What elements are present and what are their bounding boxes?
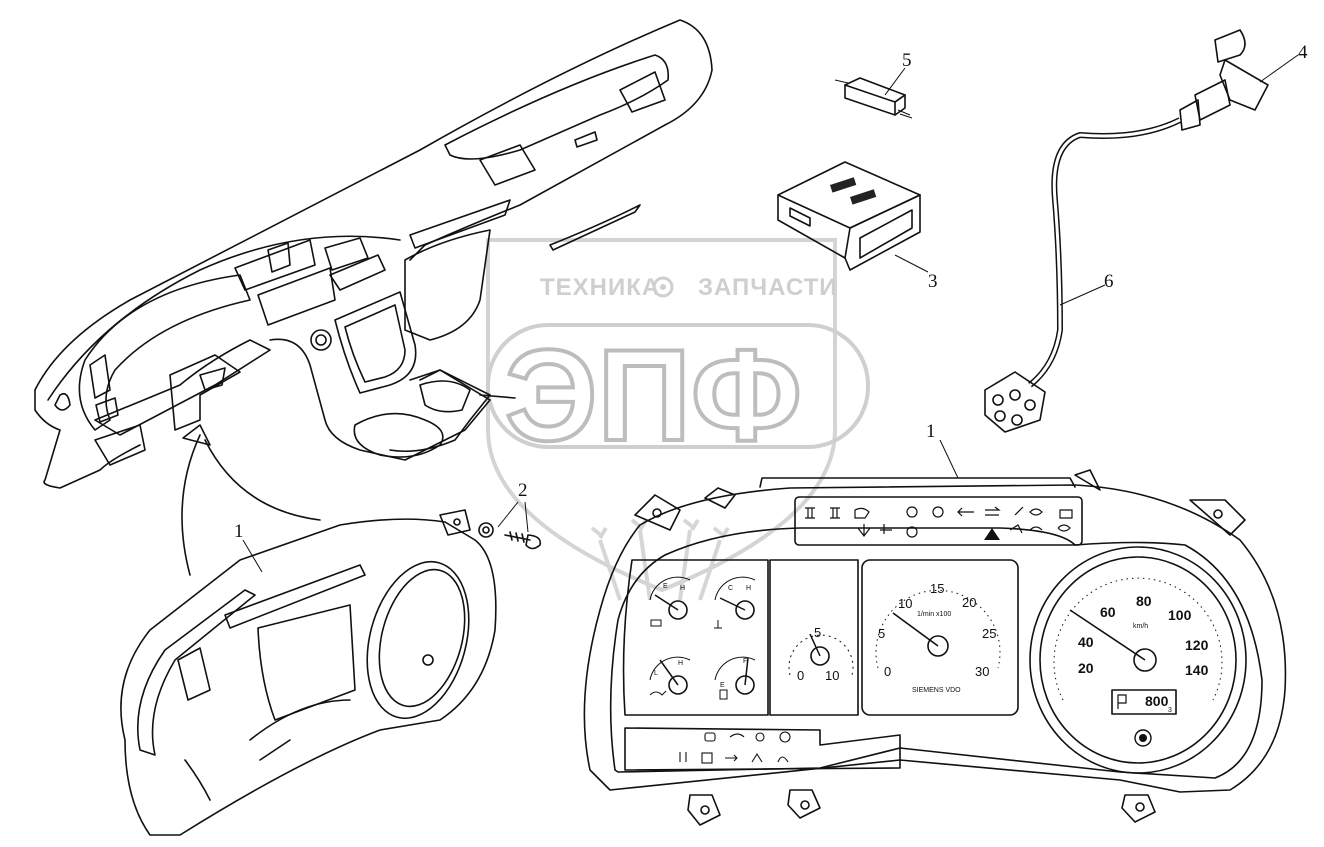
part-5-module [834, 77, 913, 119]
gauge-tr-high: H [746, 585, 751, 592]
small-gauge-tick-5: 5 [814, 625, 821, 640]
watermark-brand-right: ЗАПЧАСТИ [698, 274, 838, 301]
tach-tick-15: 15 [930, 581, 944, 596]
watermark-logo: ЭПФ [505, 322, 802, 468]
part-4-sensor [1179, 29, 1269, 131]
small-gauge-tick-0: 0 [797, 668, 804, 683]
gauge-tl-high: H [680, 585, 685, 592]
part-3-box [777, 161, 921, 271]
speed-tick-80: 80 [1136, 593, 1152, 609]
callout-2: 2 [518, 480, 528, 501]
speed-tick-140: 140 [1185, 662, 1209, 678]
speedometer: 20 40 60 80 100 120 140 km/h 800 3 [1029, 546, 1247, 774]
screw-part [478, 522, 542, 550]
watermark: ТЕХНИКА ЗАПЧАСТИ ЭПФ [486, 238, 870, 601]
gauge-br-high: F [743, 658, 747, 665]
wheat-icon [590, 518, 730, 601]
callout-4: 4 [1298, 42, 1308, 63]
part-6-cable [984, 117, 1182, 433]
speed-tick-60: 60 [1100, 604, 1116, 620]
oil-pressure-gauge: L H [649, 656, 691, 696]
speed-tick-40: 40 [1078, 634, 1094, 650]
gauge-tr-low: C [728, 585, 733, 592]
tach-brand: SIEMENS VDO [912, 687, 961, 694]
tach-tick-5: 5 [878, 626, 885, 641]
trip-display: 3 [1168, 707, 1172, 714]
assembly-arrows [181, 394, 516, 576]
small-center-gauge: 0 5 10 [769, 559, 859, 716]
warning-light-strip [794, 496, 1083, 546]
callout-3: 3 [928, 271, 938, 292]
tach-tick-20: 20 [962, 595, 976, 610]
callouts: 5 4 3 6 1 2 1 [234, 42, 1308, 573]
speed-tick-120: 120 [1185, 637, 1209, 653]
battery-gauge: E H [649, 576, 691, 627]
callout-6: 6 [1104, 271, 1114, 292]
bottom-indicators [679, 731, 791, 764]
tach-tick-10: 10 [898, 596, 912, 611]
speed-tick-20: 20 [1078, 660, 1094, 676]
dashboard-panel [34, 19, 713, 489]
odometer-display: 800 [1145, 693, 1169, 709]
callout-5: 5 [902, 50, 912, 71]
coolant-gauge: C H [714, 576, 756, 629]
watermark-brand-left: ТЕХНИКА [540, 274, 660, 301]
aux-gauges-panel: E H C H L H [622, 559, 769, 716]
tachometer: 0 5 10 15 20 25 30 1/min x100 SIEMENS VD… [861, 559, 1019, 716]
tach-unit: 1/min x100 [917, 611, 951, 618]
gear-icon [652, 276, 674, 298]
callout-1-left: 1 [234, 521, 244, 542]
gauge-bl-low: L [654, 670, 658, 677]
small-gauge-tick-10: 10 [825, 668, 839, 683]
tach-tick-30: 30 [975, 664, 989, 679]
callout-1-top: 1 [926, 421, 936, 442]
speed-tick-100: 100 [1168, 607, 1192, 623]
gauge-bl-high: H [678, 660, 683, 667]
gauge-br-low: E [720, 682, 725, 689]
tach-tick-0: 0 [884, 664, 891, 679]
instrument-cluster-front: E H C H L H [583, 469, 1287, 826]
fuel-gauge: E F [714, 656, 756, 700]
speed-unit: km/h [1133, 623, 1148, 630]
gauge-tl-low: E [663, 583, 668, 590]
tach-tick-25: 25 [982, 626, 996, 641]
cluster-back-view [120, 509, 497, 836]
